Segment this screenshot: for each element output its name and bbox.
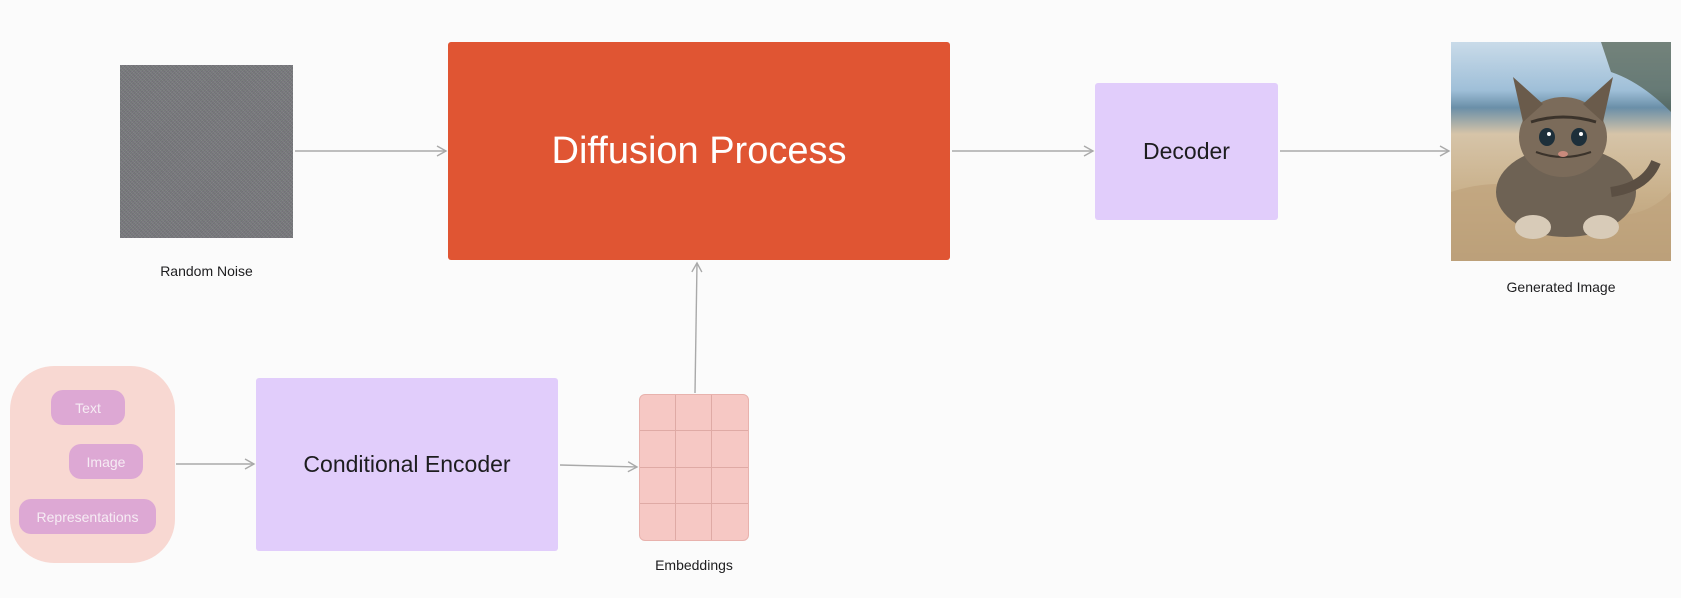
diffusion-process-label: Diffusion Process [551, 129, 847, 172]
embedding-cell [712, 431, 748, 468]
generated-image-label: Generated Image [1506, 279, 1616, 295]
embedding-cell [640, 467, 676, 504]
embeddings-label: Embeddings [655, 557, 733, 573]
input-pill-image: Image [69, 444, 143, 479]
embedding-cell [676, 503, 712, 540]
conditional-encoder-block: Conditional Encoder [256, 378, 558, 551]
embedding-cell [640, 395, 676, 432]
diffusion-process-block: Diffusion Process [448, 42, 950, 260]
decoder-label: Decoder [1143, 138, 1230, 164]
generated-image [1451, 42, 1671, 261]
embedding-cell [640, 503, 676, 540]
random-noise-label: Random Noise [160, 263, 253, 279]
input-pill-representations: Representations [19, 499, 156, 534]
input-pill-text: Text [51, 390, 125, 425]
random-noise-image [120, 65, 293, 238]
conditional-encoder-label: Conditional Encoder [303, 451, 511, 477]
arrow-embeddings-to-diffusion [691, 261, 703, 394]
embedding-cell [676, 467, 712, 504]
embedding-cell [712, 504, 748, 540]
embeddings-grid [639, 394, 749, 541]
embedding-cell [676, 431, 712, 468]
embedding-cell [712, 468, 748, 504]
conditioning-inputs-group: Text Image Representations [10, 366, 175, 563]
embedding-cell [640, 431, 676, 468]
arrow-encoder-to-embeddings [559, 461, 639, 473]
kitten-picture [1451, 42, 1671, 261]
embedding-cell [712, 395, 748, 432]
decoder-block: Decoder [1095, 83, 1278, 220]
embedding-cell [676, 395, 712, 432]
